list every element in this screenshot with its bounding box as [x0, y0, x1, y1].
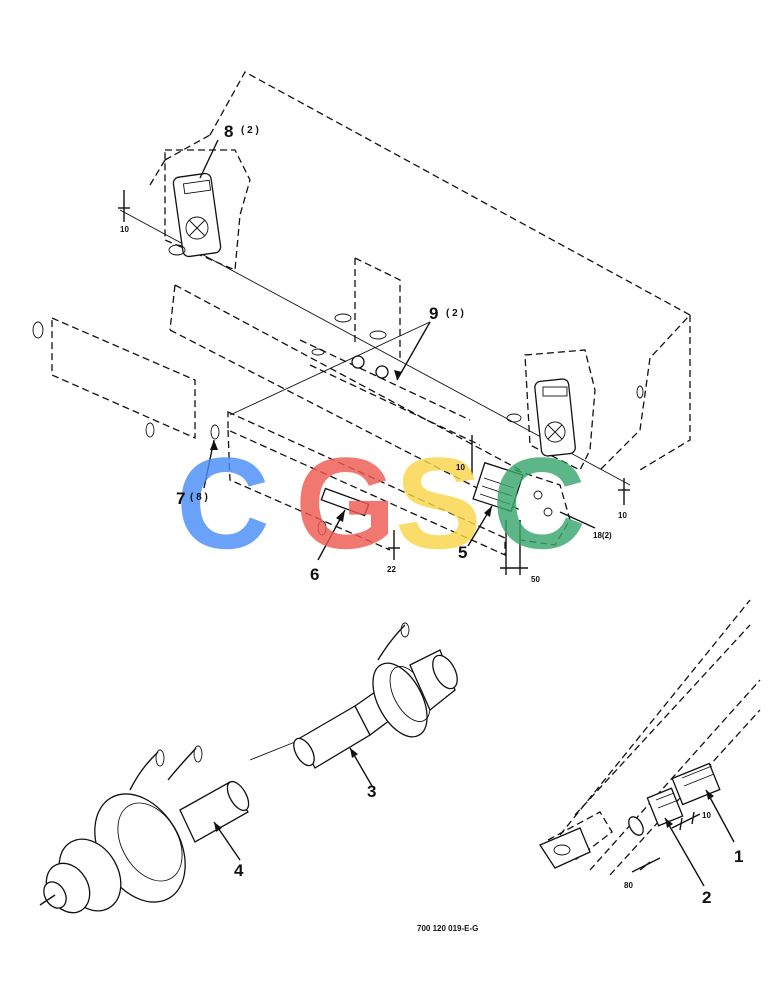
callout-4: 4 [234, 861, 244, 880]
header-slots [311, 313, 389, 379]
watermark-letter-c2: C [492, 430, 586, 576]
hitch-tongue [539, 599, 761, 876]
dimension-labels: 10 10 10 18(2) 22 50 10 80 [120, 225, 711, 890]
callout-3: 3 [367, 782, 376, 801]
dim-10-upper-right: 10 [618, 511, 627, 520]
drawing-number: 700 120 019-E-G [417, 924, 478, 933]
right-bracket [514, 469, 571, 546]
decal-item-5 [472, 461, 524, 513]
leader-lines-driveline [213, 747, 373, 861]
watermark-letter-g: G [295, 430, 396, 576]
leader-lines-hitch [631, 789, 735, 887]
dim-18: 18(2) [593, 531, 612, 540]
callout-8-qty: ( 2 ) [241, 125, 259, 136]
header-frame [119, 71, 692, 511]
watermark-cgsc: C G S C [176, 430, 586, 576]
callout-9: 9 [429, 304, 438, 323]
callout-7-qty: ( 8 ) [190, 492, 208, 503]
callout-9-qty: ( 2 ) [446, 308, 464, 319]
callout-2: 2 [702, 888, 711, 907]
left-shield-panel [32, 317, 196, 439]
leader-lines-upper [199, 139, 596, 561]
dim-50: 50 [531, 575, 540, 584]
dim-10-mid: 10 [456, 463, 465, 472]
driveline-shaft [39, 622, 458, 914]
dim-80: 80 [624, 881, 633, 890]
callout-1: 1 [734, 847, 743, 866]
callouts: 8 ( 2 ) 9 ( 2 ) 7 ( 8 ) 6 5 3 4 1 2 [176, 122, 743, 907]
left-side-plate [164, 149, 251, 271]
callout-8: 8 [224, 122, 233, 141]
callout-5: 5 [458, 543, 467, 562]
callout-7: 7 [176, 489, 185, 508]
dim-10-lower: 10 [702, 811, 711, 820]
watermark-letter-s: S [395, 430, 482, 576]
callout-6: 6 [310, 565, 319, 584]
center-shield-panel [210, 410, 506, 557]
dim-22: 22 [387, 565, 396, 574]
watermark-letter-c1: C [176, 430, 270, 576]
dim-10-upper-left: 10 [120, 225, 129, 234]
right-side-plate [506, 349, 644, 471]
dimension-marks-upper [118, 190, 630, 575]
